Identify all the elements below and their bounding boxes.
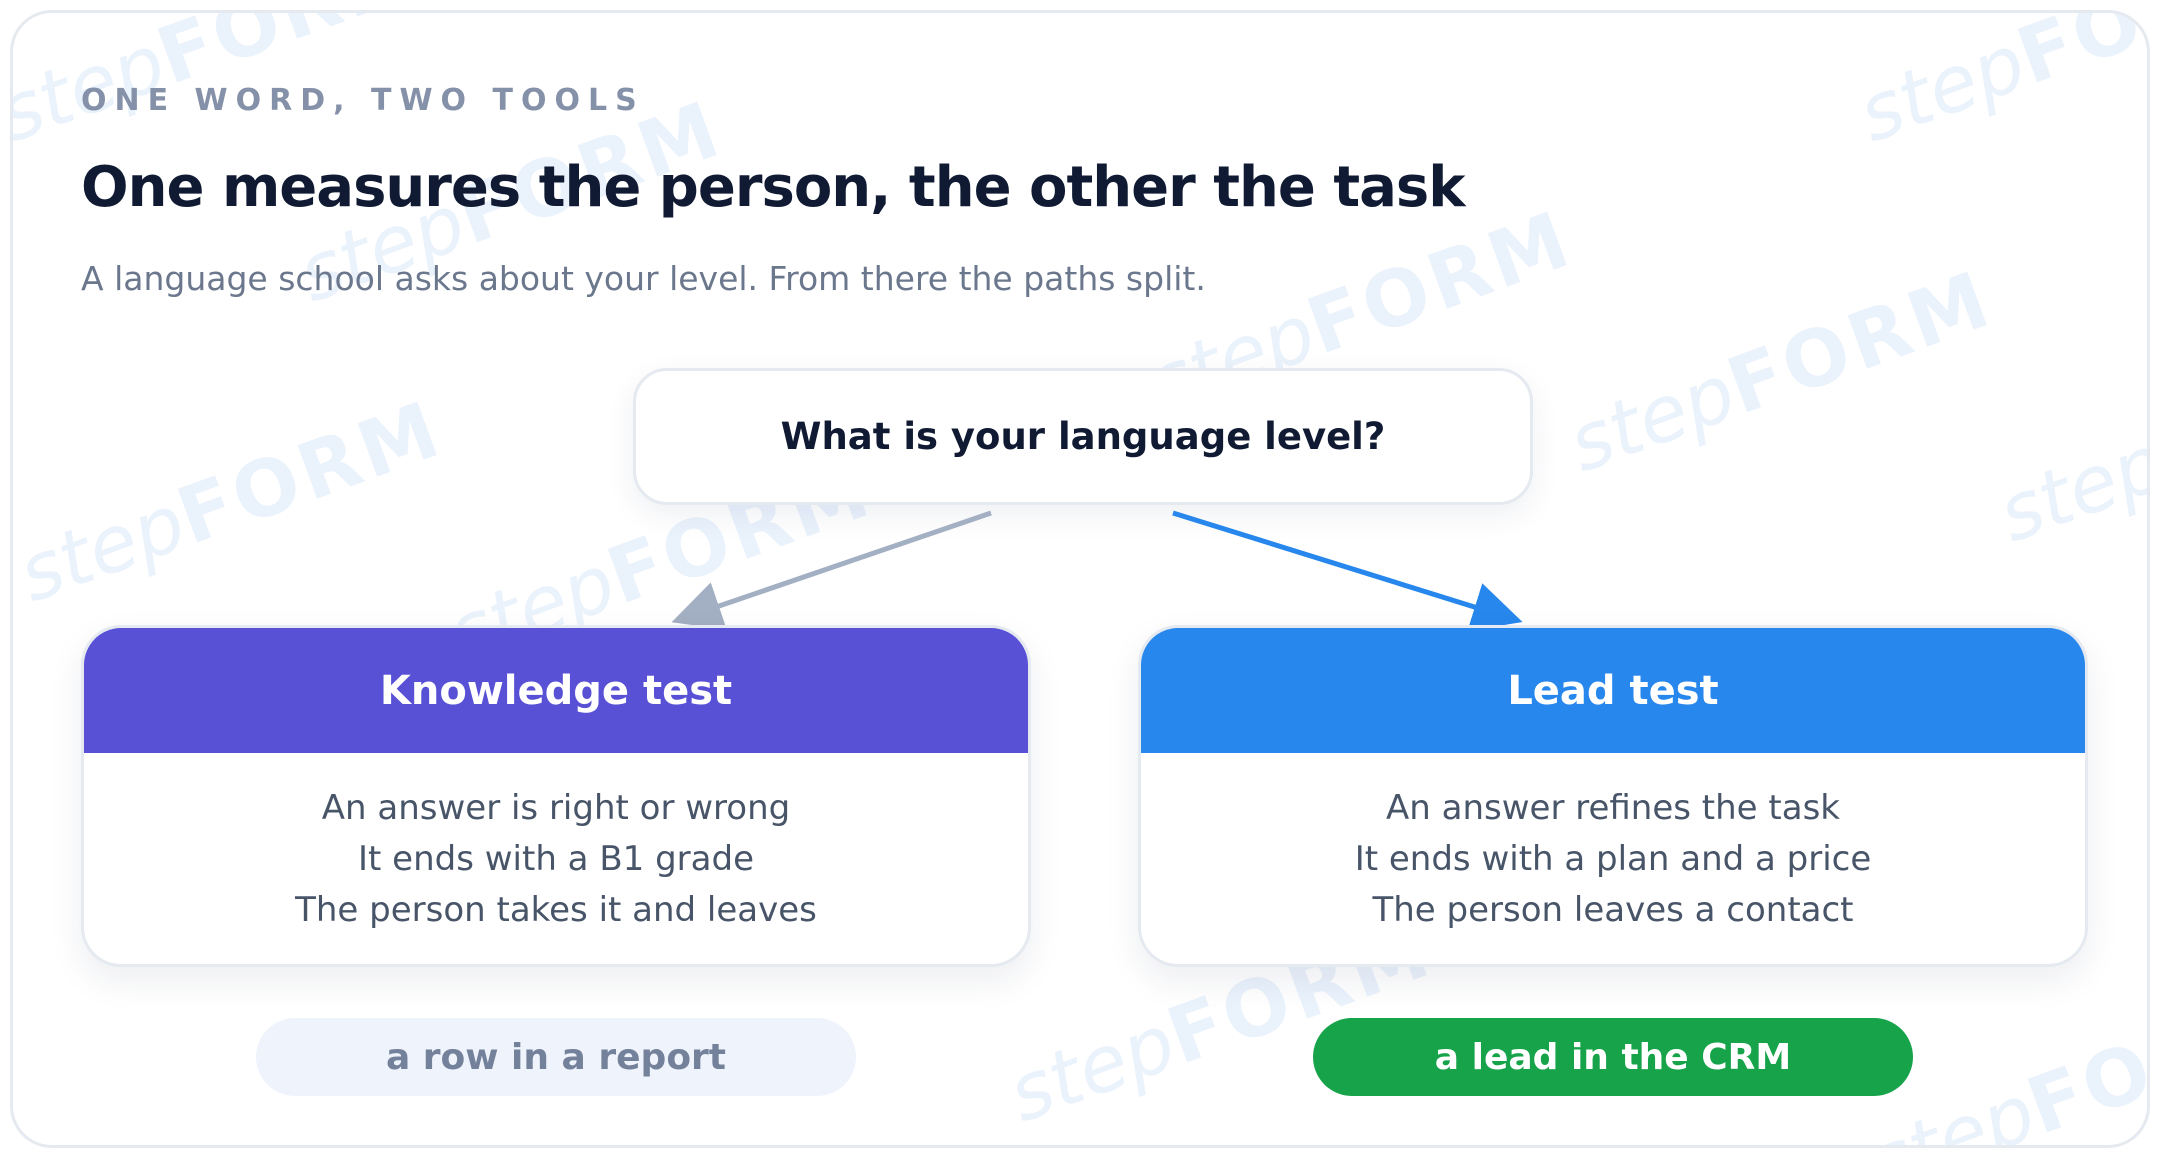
lead-test-line: The person leaves a contact (1372, 890, 1854, 930)
diagram-card: stepFORM stepFORM stepFORM stepFORM step… (10, 10, 2150, 1148)
knowledge-test-line: An answer is right or wrong (321, 788, 791, 828)
arrow-to-lead-test (1172, 510, 1523, 631)
page-subtitle: A language school asks about your level.… (81, 259, 1206, 298)
lead-test-line: An answer refines the task (1386, 788, 1840, 828)
eyebrow-label: ONE WORD, TWO TOOLS (81, 83, 645, 118)
lead-test-header: Lead test (1141, 628, 2085, 753)
page-title: One measures the person, the other the t… (81, 155, 1465, 220)
knowledge-test-card: Knowledge test An answer is right or wro… (81, 625, 1031, 967)
lead-test-line: It ends with a plan and a price (1354, 839, 1872, 879)
knowledge-test-body: An answer is right or wrong It ends with… (84, 753, 1028, 936)
knowledge-test-header: Knowledge test (84, 628, 1028, 753)
question-node: What is your language level? (633, 368, 1533, 505)
outcome-report-pill: a row in a report (256, 1018, 856, 1096)
arrow-to-knowledge-test (671, 510, 992, 630)
branch-arrows (671, 510, 1523, 631)
outcome-crm-pill: a lead in the CRM (1313, 1018, 1913, 1096)
knowledge-test-line: It ends with a B1 grade (358, 839, 754, 879)
knowledge-test-line: The person takes it and leaves (295, 890, 817, 930)
lead-test-card: Lead test An answer refines the task It … (1138, 625, 2088, 967)
lead-test-body: An answer refines the task It ends with … (1141, 753, 2085, 936)
